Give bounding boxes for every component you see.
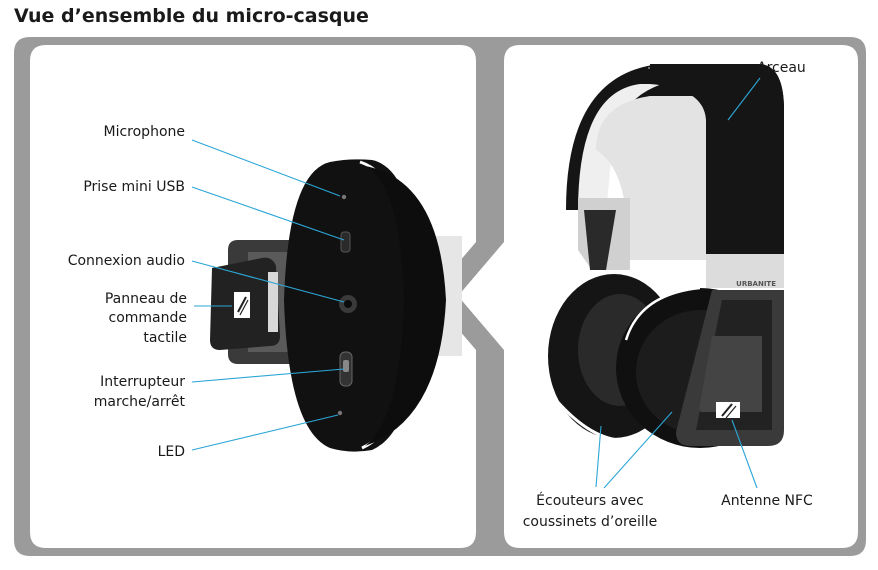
label-earcups-2: coussinets d’oreille: [523, 514, 658, 530]
page-title: Vue d’ensemble du micro-casque: [14, 5, 369, 27]
label-switch-1: Interrupteur: [100, 374, 185, 390]
label-panel-3: tactile: [143, 330, 187, 346]
leader-nfc: [731, 419, 758, 489]
cushion: [365, 166, 446, 446]
microphone-hole: [341, 194, 347, 200]
leader-usb: [191, 186, 345, 241]
leader-microphone: [191, 139, 341, 197]
label-earcups-1: Écouteurs avec: [536, 492, 644, 509]
label-nfc: Antenne NFC: [721, 493, 813, 509]
label-microphone: Microphone: [104, 124, 186, 140]
earcup-side-view: [210, 159, 462, 452]
label-audio: Connexion audio: [68, 253, 185, 269]
leader-earcup-right: [603, 411, 673, 489]
brand-band: [706, 254, 784, 288]
label-headband: Arceau: [757, 60, 806, 76]
leader-led: [191, 414, 339, 451]
brand-text: URBANITE: [736, 280, 776, 288]
leader-audio: [191, 260, 345, 303]
usb-port: [340, 231, 351, 253]
label-led: LED: [158, 444, 185, 460]
led-light: [337, 410, 343, 416]
leader-headband: [727, 77, 761, 121]
label-panel-1: Panneau de: [105, 291, 187, 307]
headphone-full-view: URBANITE: [548, 64, 784, 448]
label-usb: Prise mini USB: [83, 179, 185, 195]
leader-switch: [191, 368, 345, 383]
label-panel-2: commande: [109, 310, 188, 326]
label-switch-2: marche/arrêt: [94, 394, 186, 410]
leader-earcup-left: [595, 425, 602, 488]
